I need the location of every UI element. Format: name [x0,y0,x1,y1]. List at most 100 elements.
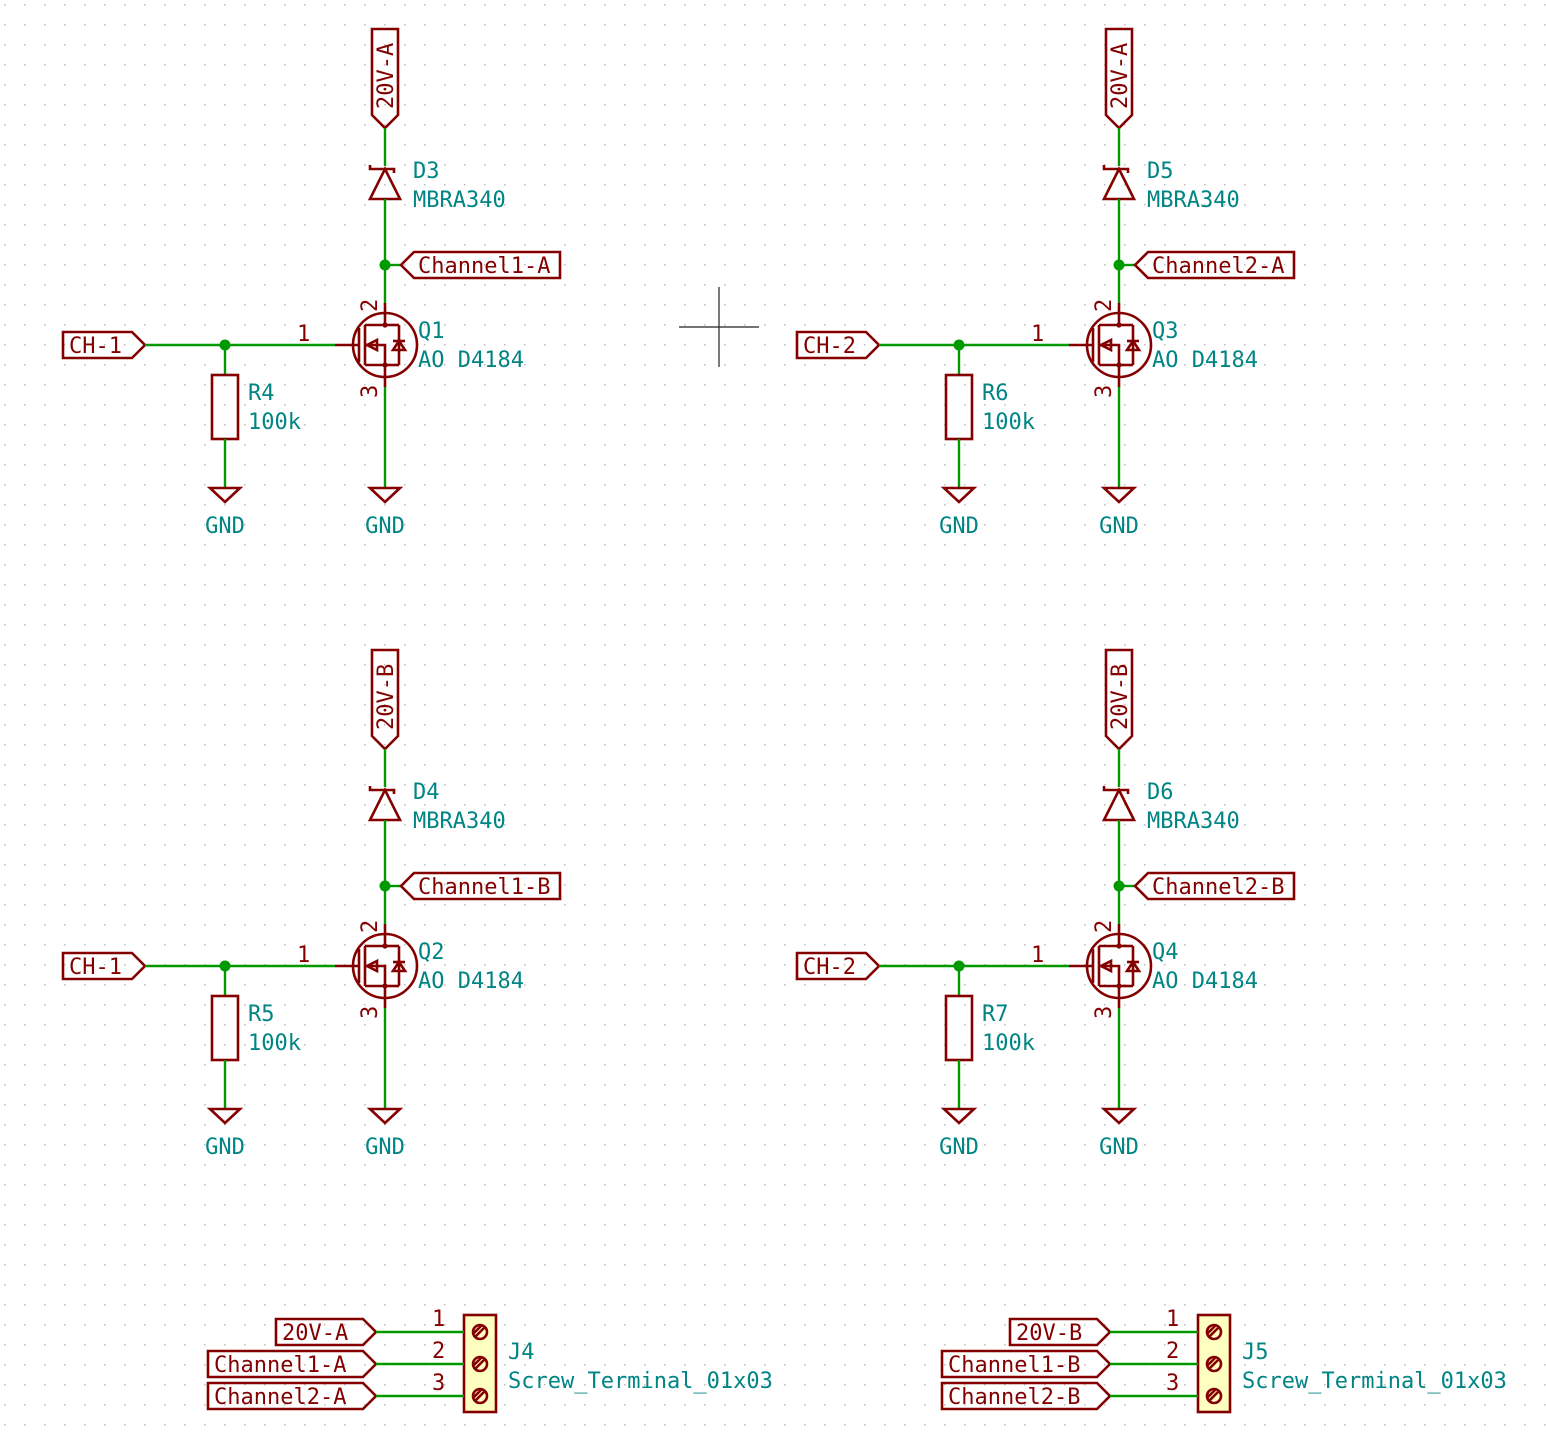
supply-label[interactable]: 20V-A [370,27,400,130]
screw-slot [474,1358,486,1370]
label-outline [370,648,400,751]
input-label[interactable]: CH-2 [795,330,881,360]
label-text: Channel1-B [418,875,550,900]
label-text: CH-2 [803,334,856,359]
label-outline [795,330,881,360]
screw-slot [1206,1356,1217,1367]
output-label[interactable]: Channel2-B [1133,871,1296,901]
label-outline [940,1381,1112,1411]
label-outline [399,250,562,280]
connector-net-label[interactable]: 20V-A [274,1317,378,1347]
label-text: CH-2 [803,955,856,980]
mosfet-node [1116,983,1122,989]
screw-icon [1205,1355,1223,1373]
label-outline [1008,1317,1112,1347]
mosfet-body-link [365,964,387,986]
screw-slot [472,1324,483,1335]
connector-net-label[interactable]: Channel2-B [940,1381,1112,1411]
resistor-value: 100k [248,410,301,435]
label-text: Channel2-A [1152,254,1284,279]
connector-net-label[interactable]: Channel1-A [206,1349,378,1379]
mosfet-arrow [1098,337,1113,353]
body-diode-icon [390,959,408,973]
diode-value: MBRA340 [413,188,506,213]
ground-symbol[interactable]: GND [205,486,245,539]
label-outline [61,330,147,360]
screw-icon [471,1387,489,1405]
supply-label[interactable]: 20V-B [1104,648,1134,751]
cursor-crosshair [679,287,759,367]
pin-number: 3 [1092,385,1117,398]
output-label[interactable]: Channel1-B [399,871,562,901]
screw-slot [1208,1358,1220,1370]
label-outline [274,1317,378,1347]
label-text: 20V-B [1108,664,1133,730]
label-outline [1104,648,1134,751]
pin-number: 1 [1031,943,1044,968]
ground-symbol[interactable]: GND [205,1107,245,1160]
connector-net-label[interactable]: 20V-B [1008,1317,1112,1347]
label-text: Channel2-B [1152,875,1284,900]
screw-icon [471,1323,489,1341]
ground-icon [206,486,244,504]
mosfet-arrow [364,958,379,974]
pin-number: 3 [358,1006,383,1019]
ground-symbol[interactable]: GND [365,1107,405,1160]
ground-symbol[interactable]: GND [1099,486,1139,539]
label-outline [1133,871,1296,901]
input-label[interactable]: CH-2 [795,951,881,981]
screw-slot [1206,1388,1217,1399]
pin-number: 2 [358,299,383,312]
nmos-transistor-icon [1069,924,1153,1008]
output-label[interactable]: Channel1-A [399,250,562,280]
mosfet-body-link [1099,964,1121,986]
ground-symbol[interactable]: GND [1099,1107,1139,1160]
ground-symbol[interactable]: GND [939,486,979,539]
diode-cathode-bar [368,786,396,794]
nmos-transistor-icon [335,924,419,1008]
mosfet-value: AO D4184 [418,348,524,373]
pin-number: 2 [1092,299,1117,312]
label-text: 20V-B [374,664,399,730]
ground-label: GND [365,1135,405,1160]
resistor-ref: R6 [982,381,1009,406]
diode-ref: D6 [1147,780,1174,805]
diode-value: MBRA340 [1147,809,1240,834]
mosfet-ref: Q3 [1152,319,1179,344]
input-label[interactable]: CH-1 [61,951,147,981]
ground-symbol[interactable]: GND [365,486,405,539]
input-label[interactable]: CH-1 [61,330,147,360]
label-text: 20V-A [374,43,399,109]
connector-net-label[interactable]: Channel2-A [206,1381,378,1411]
diode-ref: D4 [413,780,440,805]
connector-net-label[interactable]: Channel1-B [940,1349,1112,1379]
mosfet-ref: Q1 [418,319,445,344]
supply-label[interactable]: 20V-B [370,648,400,751]
ground-icon [940,1107,978,1125]
ground-symbol[interactable]: GND [939,1107,979,1160]
mosfet-value: AO D4184 [1152,969,1258,994]
output-label[interactable]: Channel2-A [1133,250,1296,280]
screw-slot [1208,1326,1220,1338]
pin-number: 3 [1166,1371,1179,1396]
resistor-value: 100k [248,1031,301,1056]
pin-number: 1 [297,943,310,968]
resistor-ref: R7 [982,1002,1009,1027]
diode-value: MBRA340 [413,809,506,834]
screw-slot [472,1388,483,1399]
mosfet-ref: Q2 [418,940,445,965]
connector-j5[interactable]: 20V-B1Channel1-B2Channel2-B3J5Screw_Term… [940,1307,1507,1414]
connector-value: Screw_Terminal_01x03 [1242,1369,1507,1394]
supply-label[interactable]: 20V-A [1104,27,1134,130]
body-diode-icon [1124,959,1142,973]
mosfet-node [382,322,388,328]
ground-icon [366,1107,404,1125]
resistor-ref: R5 [248,1002,275,1027]
pin-number: 1 [432,1307,445,1332]
connector-j4[interactable]: 20V-A1Channel1-A2Channel2-A3J4Screw_Term… [206,1307,773,1414]
label-outline [206,1381,378,1411]
